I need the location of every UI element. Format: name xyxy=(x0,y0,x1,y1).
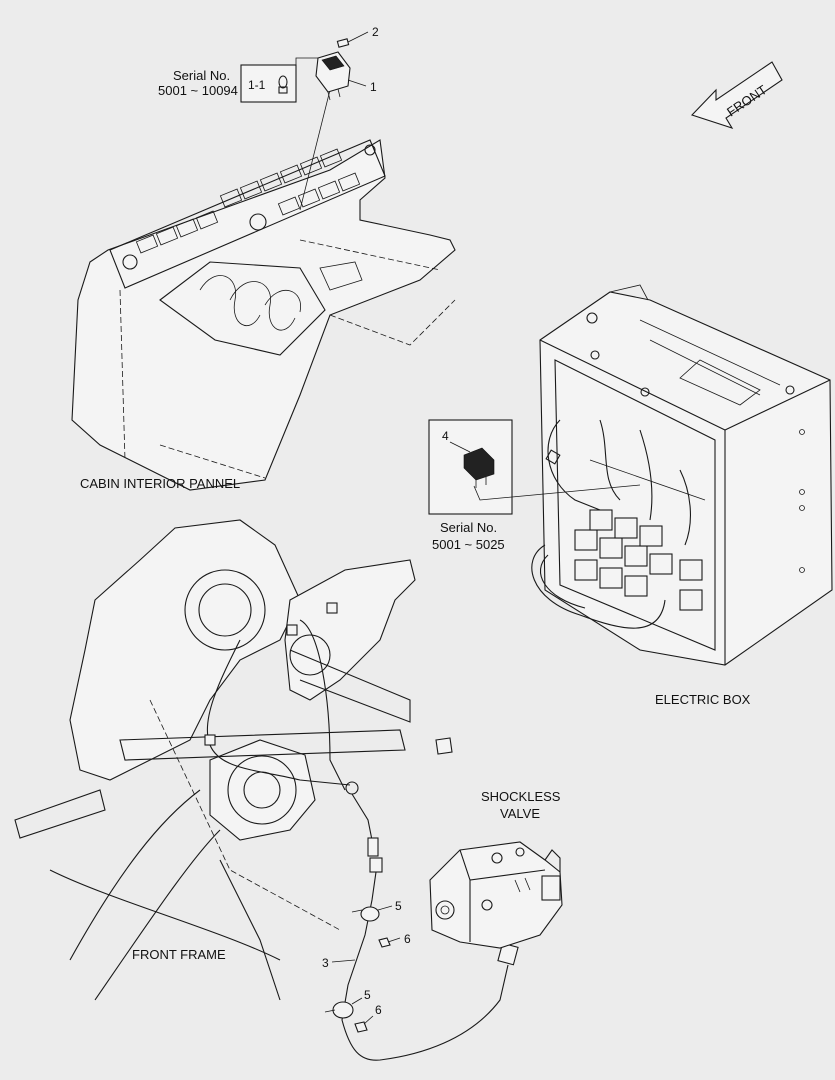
rocker-switch-icon xyxy=(315,38,351,101)
callout-bolt-upper: 6 xyxy=(404,932,411,946)
serial-switch-title: Serial No. xyxy=(173,68,230,83)
relay-icon xyxy=(463,447,495,488)
serial-box-switch: 1-1 xyxy=(240,57,318,103)
label-front-frame: FRONT FRAME xyxy=(132,947,226,962)
serial-relay-title: Serial No. xyxy=(440,520,497,535)
serial-relay-range: 5001 ~ 5025 xyxy=(432,537,505,552)
label-shockless-valve-line1: SHOCKLESS xyxy=(481,789,561,804)
callout-clamp-lower: 5 xyxy=(364,988,371,1002)
cabin-interior-panel xyxy=(71,89,456,491)
front-arrow-icon: FRONT xyxy=(690,61,783,129)
bolt-lower-icon xyxy=(354,1021,368,1033)
bolt-upper-icon xyxy=(378,937,391,948)
lamp-bulb-icon xyxy=(278,75,288,94)
label-electric-box: ELECTRIC BOX xyxy=(655,692,751,707)
serial-switch-range: 5001 ~ 10094 xyxy=(158,83,238,98)
serial-box-switch-callout: 1-1 xyxy=(248,78,266,92)
label-shockless-valve-line2: VALVE xyxy=(500,806,540,821)
callout-harness: 3 xyxy=(322,956,329,970)
front-frame xyxy=(14,519,453,1001)
serial-box-relay-callout: 4 xyxy=(442,429,449,443)
callout-clamp-upper: 5 xyxy=(395,899,402,913)
serial-box-relay: 4 xyxy=(428,419,641,515)
clamp-upper-icon xyxy=(351,906,380,922)
callout-switch-cap: 2 xyxy=(372,25,379,39)
clamp-lower-icon xyxy=(324,1001,354,1019)
label-cabin-interior-panel: CABIN INTERIOR PANNEL xyxy=(80,476,240,491)
callout-bolt-lower: 6 xyxy=(375,1003,382,1017)
callout-switch: 1 xyxy=(370,80,377,94)
wire-harness xyxy=(341,793,519,1061)
shockless-valve xyxy=(429,841,563,949)
electric-box xyxy=(531,284,833,666)
